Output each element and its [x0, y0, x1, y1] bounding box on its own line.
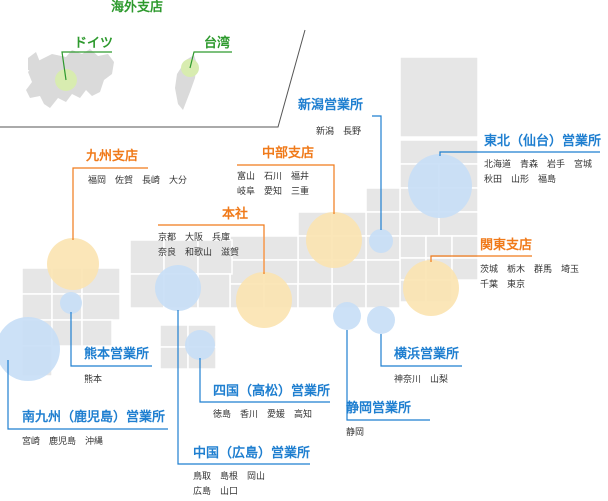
leader-lines [7, 51, 600, 465]
prefecture-tile [451, 235, 479, 259]
kanto-branch-areas-2: 千葉 東京 [480, 280, 526, 290]
kumamoto-leader [70, 312, 152, 367]
shikoku-office-circle [185, 330, 215, 360]
region-circles [0, 154, 472, 381]
kanto-branch-areas-1: 茨城 栃木 群馬 埼玉 [480, 265, 580, 275]
minamikyushu-office-areas: 宮崎 鹿児島 沖縄 [22, 437, 104, 447]
kanto-branch-title: 関東支店 [480, 238, 533, 253]
honsha-circle [236, 272, 292, 328]
prefecture-tile [81, 319, 113, 347]
yokohama-office-circle [367, 306, 395, 334]
chubu-branch-circle [306, 212, 362, 268]
kanto-branch-circle [403, 260, 459, 316]
shikoku-office-title: 四国（高松）営業所 [213, 384, 331, 399]
germany-label: ドイツ [74, 36, 114, 51]
prefecture-tile [263, 235, 299, 261]
honsha-title: 本社 [222, 207, 249, 222]
prefecture-tile [399, 56, 479, 138]
shizuoka-leader [346, 330, 430, 421]
yokohama-office-title: 横浜営業所 [394, 347, 460, 362]
honsha-areas-2: 奈良 和歌山 滋賀 [158, 248, 240, 258]
kyushu-branch-title: 九州支店 [86, 149, 139, 164]
niigata-office-areas: 新潟 長野 [316, 127, 362, 137]
honsha-areas-1: 京都 大阪 兵庫 [158, 233, 231, 243]
shizuoka-office-areas: 静岡 [346, 428, 365, 438]
prefecture-tile [159, 324, 189, 348]
chubu-branch-title: 中部支店 [262, 146, 315, 161]
kumamoto-office-circle [60, 292, 82, 314]
prefecture-tile [399, 235, 427, 259]
chugoku-office-circle [155, 265, 201, 311]
chugoku-leader [177, 310, 310, 465]
taiwan-leader [189, 51, 232, 69]
japan-tile-map [21, 56, 479, 377]
kyushu-branch-circle [47, 238, 99, 290]
prefecture-tile [365, 187, 401, 213]
minamikyushu-office-title: 南九州（鹿児島）営業所 [22, 410, 166, 425]
tohoku-office-title: 東北（仙台）営業所 [484, 134, 602, 149]
shikoku-leader [199, 358, 330, 403]
tohoku-office-circle [408, 154, 472, 218]
niigata-leader [372, 115, 382, 230]
prefecture-tile [297, 283, 333, 309]
taiwan-label: 台湾 [204, 36, 231, 51]
yokohama-leader [380, 334, 462, 367]
prefecture-tile [365, 259, 401, 285]
kyushu-branch-areas: 福岡 佐賀 長崎 大分 [88, 176, 188, 186]
prefecture-tile [451, 257, 479, 281]
tohoku-office-areas-1: 北海道 青森 岩手 宮城 [484, 160, 593, 170]
shizuoka-office-title: 静岡営業所 [346, 401, 412, 416]
tohoku-office-areas-2: 秋田 山形 福島 [484, 175, 557, 185]
chugoku-office-areas-1: 鳥取 島根 岡山 [193, 472, 266, 482]
prefecture-tile [159, 346, 189, 370]
overseas-heading: 海外支店 [111, 0, 164, 15]
prefecture-tile [365, 283, 401, 309]
overseas-inset-frame [0, 29, 306, 128]
germany-leader [61, 51, 112, 81]
prefecture-tile [425, 235, 453, 259]
chubu-leader [237, 164, 335, 214]
chugoku-office-title: 中国（広島）営業所 [193, 446, 311, 461]
prefecture-tile [197, 273, 231, 309]
niigata-office-circle [369, 229, 393, 253]
kumamoto-office-areas: 熊本 [84, 375, 103, 385]
prefecture-tile [197, 239, 233, 275]
prefecture-tile [21, 293, 53, 321]
chubu-branch-areas-1: 富山 石川 福井 [237, 172, 310, 182]
chubu-branch-areas-2: 岐阜 愛知 三重 [237, 187, 310, 197]
shikoku-office-areas: 徳島 香川 愛媛 高知 [213, 410, 313, 420]
honsha-leader [158, 224, 265, 274]
prefecture-tile [21, 267, 53, 295]
kumamoto-office-title: 熊本営業所 [84, 347, 150, 362]
chugoku-office-areas-2: 広島 山口 [193, 487, 239, 497]
prefecture-tile [129, 239, 165, 275]
minamikyushu-leader [7, 360, 168, 430]
tohoku-leader [439, 151, 600, 156]
britain-landmass [28, 52, 40, 72]
kanto-leader [430, 255, 532, 262]
yokohama-office-areas: 神奈川 山梨 [394, 375, 449, 385]
kyushu-leader [72, 167, 148, 240]
shizuoka-office-circle [333, 302, 361, 330]
prefecture-tile [81, 293, 121, 321]
niigata-office-title: 新潟営業所 [298, 98, 364, 113]
minamikyushu-office-circle [0, 317, 60, 381]
